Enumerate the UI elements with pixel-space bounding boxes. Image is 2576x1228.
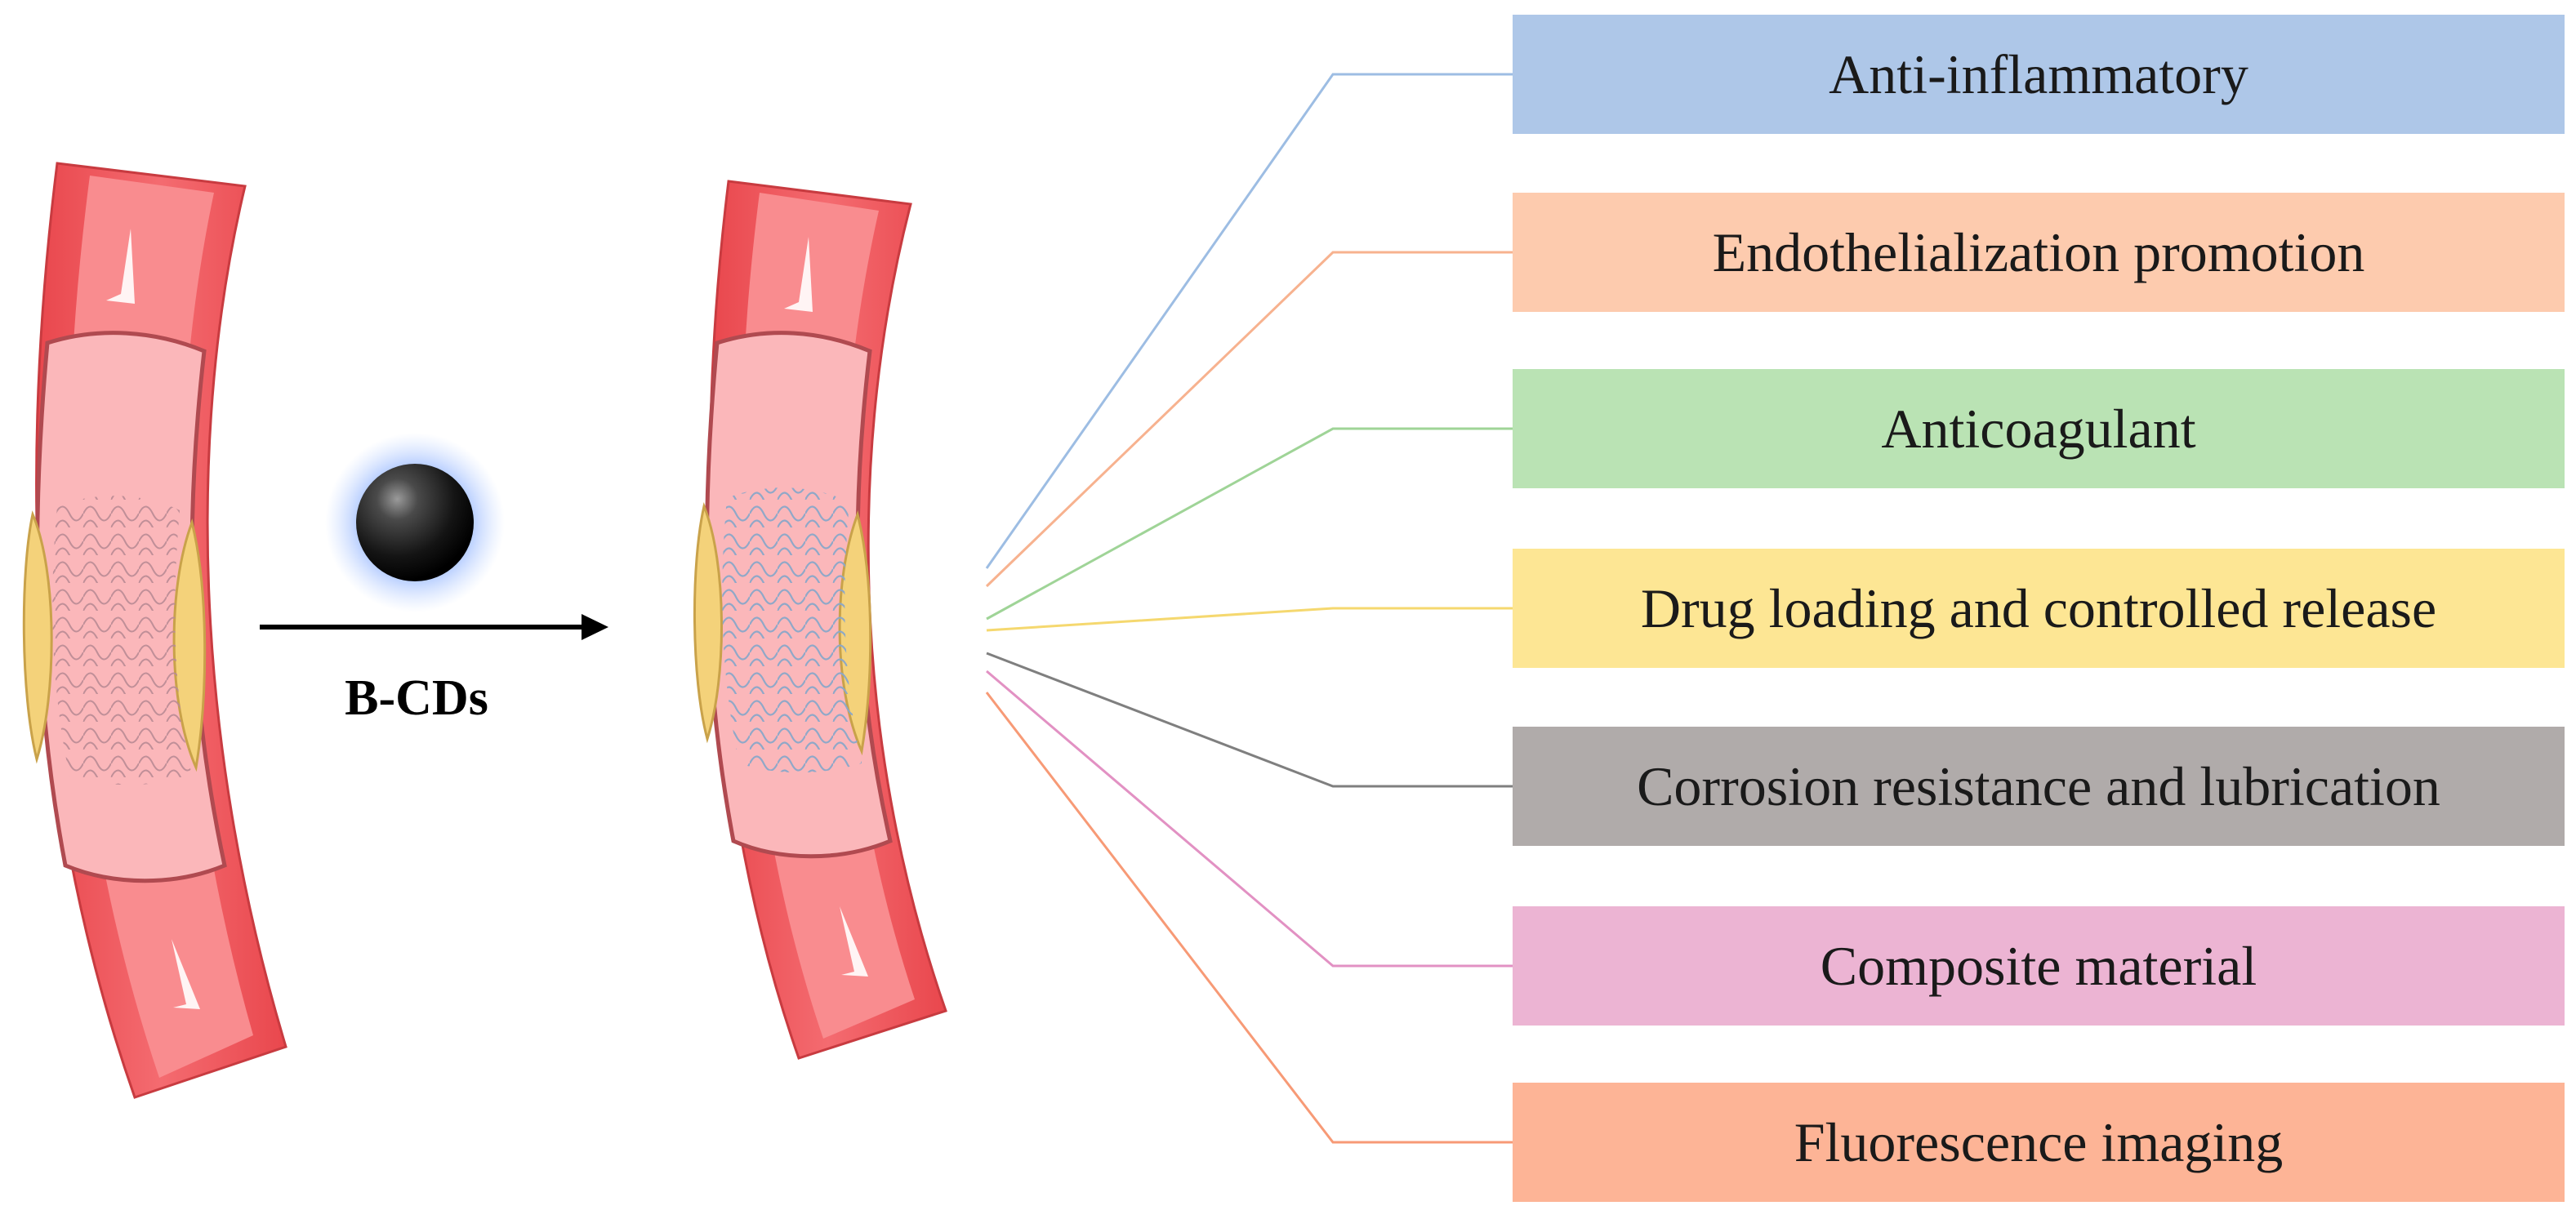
property-label: Anticoagulant <box>1881 397 2196 460</box>
plaque-left-a <box>22 510 53 764</box>
property-label: Drug loading and controlled release <box>1640 576 2437 639</box>
particle-sphere-icon <box>356 464 474 581</box>
b-cds-particle <box>325 433 505 612</box>
property-box-anti-inflammatory: Anti-inflammatory <box>1513 15 2565 134</box>
connector-line-anticoagulant <box>986 427 1513 621</box>
property-box-corrosion-resistance-and-lubrication: Corrosion resistance and lubrication <box>1513 727 2565 846</box>
property-box-endothelialization-promotion: Endothelialization promotion <box>1513 193 2565 312</box>
property-label: Anti-inflammatory <box>1829 42 2248 105</box>
reaction-arrow <box>260 614 608 640</box>
property-box-composite-material: Composite material <box>1513 906 2565 1026</box>
property-box-fluorescence-imaging: Fluorescence imaging <box>1513 1083 2565 1202</box>
connector-line-fluorescence-imaging <box>985 692 1513 1144</box>
vessel-left <box>22 162 287 1099</box>
flow-arrow-right-top <box>784 237 813 312</box>
property-label: Composite material <box>1820 934 2257 997</box>
stent-right-mesh <box>722 487 862 773</box>
property-label: Fluorescence imaging <box>1794 1110 2284 1173</box>
connector-line-corrosion-resistance-and-lubrication <box>986 652 1513 788</box>
connector-line-endothelialization-promotion <box>985 251 1513 588</box>
connector-line-drug-loading-and-controlled-release <box>986 607 1513 632</box>
connector-line-composite-material <box>986 670 1513 968</box>
property-box-anticoagulant: Anticoagulant <box>1513 369 2565 488</box>
flow-arrow-right-bottom <box>840 906 868 977</box>
plaque-left-b <box>172 518 207 772</box>
connector-line-anti-inflammatory <box>985 73 1513 569</box>
b-cds-label: B-CDs <box>345 670 488 726</box>
property-label: Corrosion resistance and lubrication <box>1637 754 2440 817</box>
plaque-right-a <box>693 501 723 744</box>
flow-arrow-left-bottom <box>172 939 200 1009</box>
connector-lines <box>985 73 1513 1144</box>
property-label: Endothelialization promotion <box>1712 220 2365 283</box>
stent-left-mesh <box>52 496 192 785</box>
flow-arrow-left-top <box>106 229 135 304</box>
property-box-drug-loading-and-controlled-release: Drug loading and controlled release <box>1513 549 2565 668</box>
vessel-right <box>693 180 947 1060</box>
